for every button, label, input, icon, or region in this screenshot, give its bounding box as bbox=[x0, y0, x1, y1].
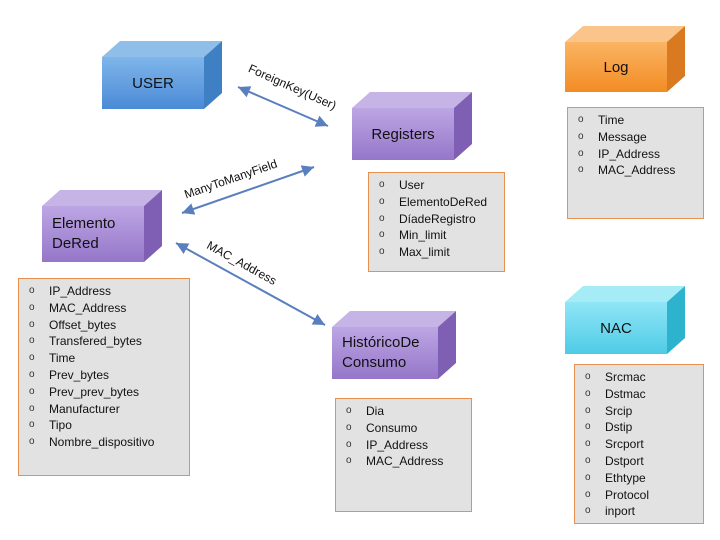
entity-registers-shape bbox=[352, 92, 472, 160]
nac-field: Dstmac bbox=[575, 386, 703, 403]
arrow-elemento-registers bbox=[181, 165, 315, 215]
entity-historicodeconsumo-shape bbox=[332, 311, 456, 379]
registers-field-list: User ElementoDeRed DíadeRegistro Min_lim… bbox=[369, 177, 504, 261]
historicodeconsumo-field: Dia bbox=[336, 403, 471, 420]
historicodeconsumo-field: IP_Address bbox=[336, 437, 471, 454]
entity-user: USER bbox=[102, 41, 222, 109]
nac-fields: Srcmac Dstmac Srcip Dstip Srcport Dstpor… bbox=[574, 364, 704, 524]
elementodered-field: Prev_prev_bytes bbox=[19, 384, 189, 401]
nac-field: inport bbox=[575, 503, 703, 520]
nac-field: Srcip bbox=[575, 403, 703, 420]
nac-field: Srcport bbox=[575, 436, 703, 453]
log-field: IP_Address bbox=[568, 146, 703, 163]
elementodered-field: Transfered_bytes bbox=[19, 333, 189, 350]
historicodeconsumo-field: MAC_Address bbox=[336, 453, 471, 470]
entity-historicodeconsumo-title-line2: Consumo bbox=[342, 354, 407, 371]
registers-field: User bbox=[369, 177, 504, 194]
elementodered-field-list: IP_Address MAC_Address Offset_bytes Tran… bbox=[19, 283, 189, 451]
elementodered-field: Time bbox=[19, 350, 189, 367]
registers-field: Min_limit bbox=[369, 227, 504, 244]
entity-elementodered-title-line1: Elemento bbox=[52, 215, 116, 232]
elementodered-field: Tipo bbox=[19, 417, 189, 434]
elementodered-field: Offset_bytes bbox=[19, 317, 189, 334]
nac-field: Srcmac bbox=[575, 369, 703, 386]
historicodeconsumo-field: Consumo bbox=[336, 420, 471, 437]
nac-field: Dstip bbox=[575, 419, 703, 436]
log-fields: Time Message IP_Address MAC_Address bbox=[567, 107, 704, 219]
entity-elementodered-title: Elemento DeRed bbox=[42, 206, 144, 262]
arrow-elemento-historico bbox=[175, 242, 326, 326]
entity-user-title: USER bbox=[102, 57, 204, 109]
log-field: MAC_Address bbox=[568, 162, 703, 179]
log-field: Time bbox=[568, 112, 703, 129]
entity-nac-shape bbox=[565, 286, 685, 354]
nac-field: Dstport bbox=[575, 453, 703, 470]
log-field: Message bbox=[568, 129, 703, 146]
registers-field: Max_limit bbox=[369, 244, 504, 261]
elementodered-fields: IP_Address MAC_Address Offset_bytes Tran… bbox=[18, 278, 190, 476]
historicodeconsumo-field-list: Dia Consumo IP_Address MAC_Address bbox=[336, 403, 471, 470]
elementodered-field: MAC_Address bbox=[19, 300, 189, 317]
entity-log-title: Log bbox=[565, 42, 667, 92]
elementodered-field: Manufacturer bbox=[19, 401, 189, 418]
entity-elementodered-title-line2: DeRed bbox=[52, 235, 99, 252]
entity-historicodeconsumo-title: HistóricoDe Consumo bbox=[332, 327, 438, 379]
nac-field-list: Srcmac Dstmac Srcip Dstip Srcport Dstpor… bbox=[575, 369, 703, 520]
registers-fields: User ElementoDeRed DíadeRegistro Min_lim… bbox=[368, 172, 505, 272]
nac-field: Ethtype bbox=[575, 470, 703, 487]
elementodered-field: Nombre_dispositivo bbox=[19, 434, 189, 451]
entity-nac-title: NAC bbox=[565, 302, 667, 354]
registers-field: DíadeRegistro bbox=[369, 211, 504, 228]
log-field-list: Time Message IP_Address MAC_Address bbox=[568, 112, 703, 179]
historicodeconsumo-fields: Dia Consumo IP_Address MAC_Address bbox=[335, 398, 472, 512]
entity-elementodered: Elemento DeRed bbox=[42, 190, 162, 262]
elementodered-field: IP_Address bbox=[19, 283, 189, 300]
entity-registers: Registers bbox=[352, 92, 472, 160]
entity-log: Log bbox=[565, 26, 685, 92]
arrow-user-registers bbox=[237, 86, 329, 127]
entity-nac: NAC bbox=[565, 286, 685, 354]
entity-user-shape bbox=[102, 41, 222, 109]
entity-historicodeconsumo-title-line1: HistóricoDe bbox=[342, 334, 420, 351]
registers-field: ElementoDeRed bbox=[369, 194, 504, 211]
entity-historicodeconsumo: HistóricoDe Consumo bbox=[332, 311, 456, 379]
entity-log-shape bbox=[565, 26, 685, 92]
entity-elementodered-shape bbox=[42, 190, 162, 262]
entity-registers-title: Registers bbox=[352, 108, 454, 160]
nac-field: Protocol bbox=[575, 487, 703, 504]
elementodered-field: Prev_bytes bbox=[19, 367, 189, 384]
